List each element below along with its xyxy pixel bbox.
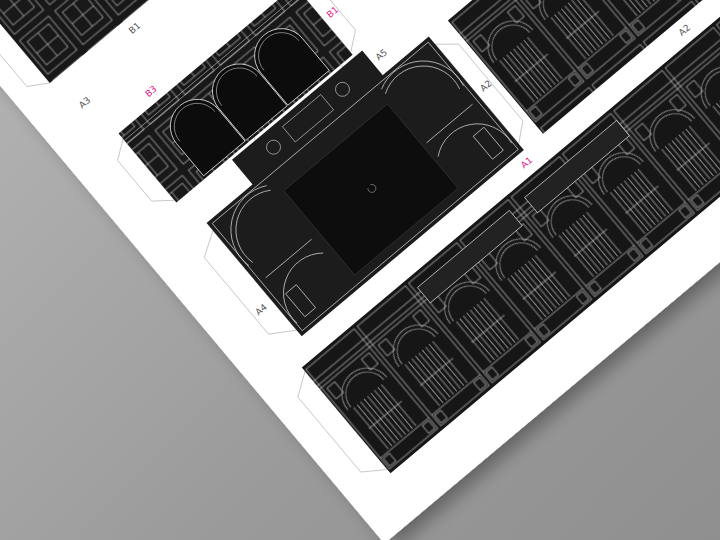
template-illustration [0,0,720,540]
